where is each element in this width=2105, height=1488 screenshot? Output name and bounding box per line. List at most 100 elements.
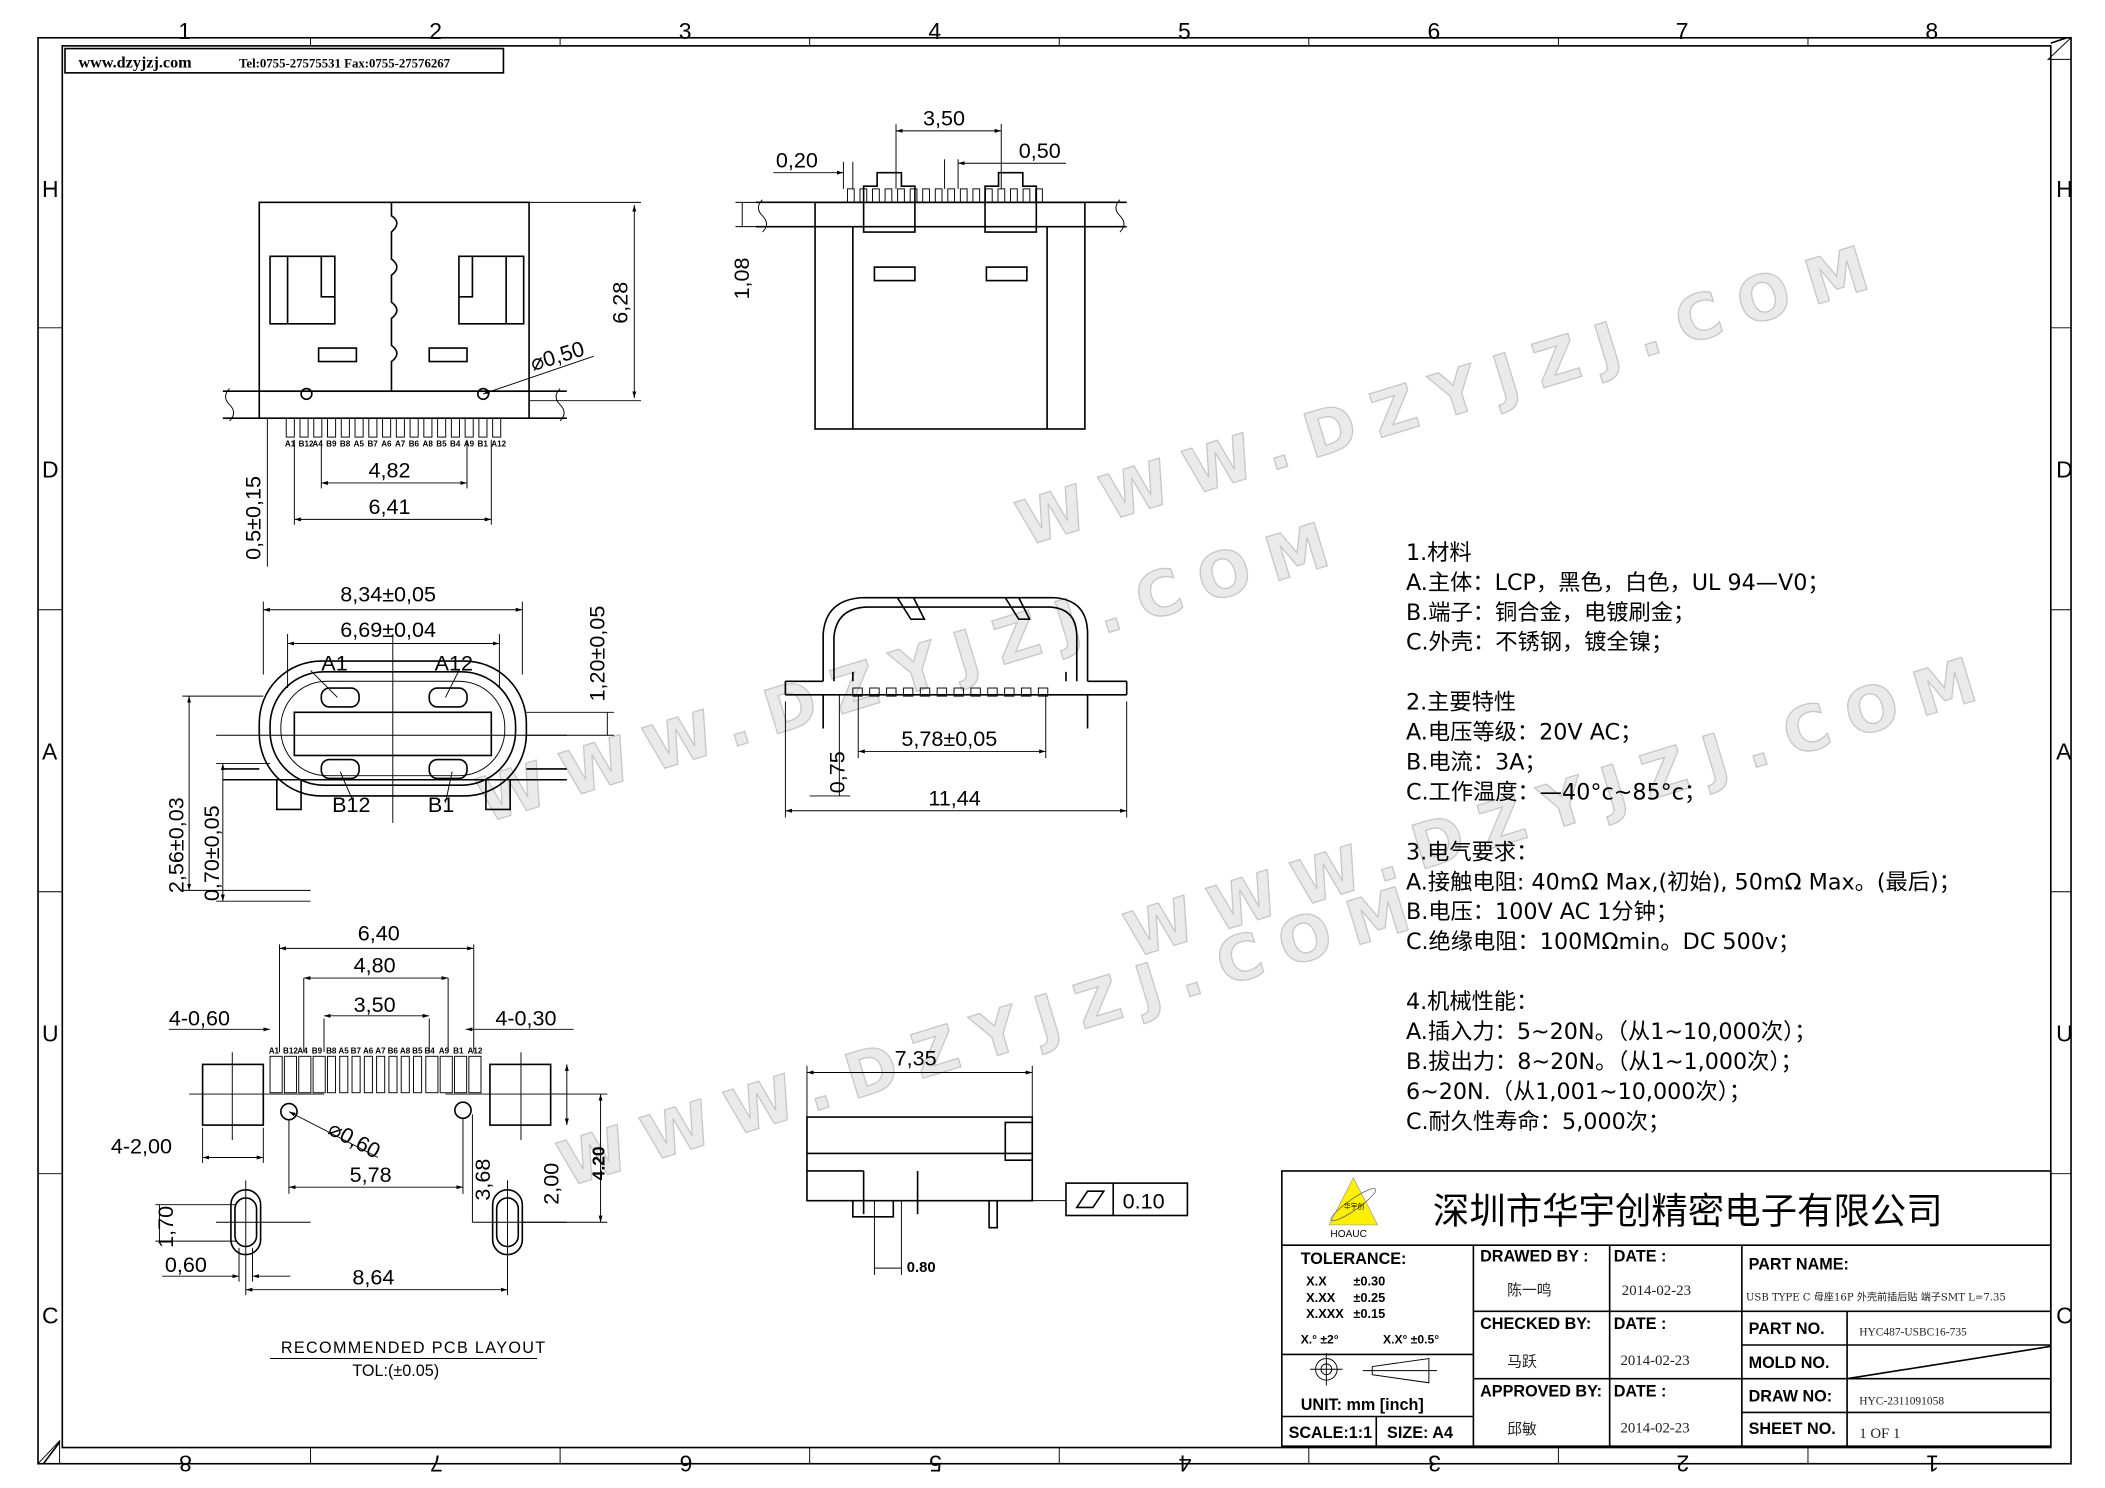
draw-no-label: DRAW NO: [1749,1388,1833,1406]
tolerance-value: ±0.25 [1353,1290,1385,1305]
grid-col-label: 4 [928,18,941,44]
grid-row-label: H [2056,176,2073,202]
note-line: B.电压：100V AC 1分钟； [1406,899,1678,925]
pin-label: B6 [409,440,420,449]
pin [872,188,880,203]
dim-080: 0.80 [907,1260,936,1276]
mold-no-label: MOLD NO. [1749,1354,1830,1372]
note-line: 4.机械性能： [1406,989,1538,1015]
approved-by-label: APPROVED BY: [1480,1382,1602,1400]
pin [886,687,897,697]
pin [919,687,931,697]
pad-label: A6 [363,1047,374,1056]
pad-label: A5 [338,1047,349,1056]
pin [1035,188,1043,203]
pin [902,687,914,697]
pin [984,188,993,203]
dim-h: 1,20±0,05 [585,606,610,702]
pin [959,188,968,203]
note-line: C.耐久性寿命：5,000次； [1406,1109,1670,1135]
dim-480: 4,80 [354,953,396,978]
dim-108: 1,08 [729,257,754,299]
grid-col-label: 5 [929,1451,942,1477]
pad-label: B8 [326,1047,337,1056]
unit-label: UNIT: mm [inch] [1301,1396,1424,1414]
part-name-label: PART NAME: [1749,1255,1849,1273]
checked-by-label: CHECKED BY: [1480,1315,1591,1333]
dim-170: 1,70 [153,1206,178,1248]
grid-row-label: D [42,457,59,483]
pcb-pad [298,1055,312,1094]
technical-notes: 1.材料A.主体：LCP，黑色，白色，UL 94—V0；B.端子：铜合金，电镀刷… [1406,540,1961,1135]
dim-pin: 0,5±0,15 [241,476,266,560]
pin [970,687,981,697]
pad-label: A1 [269,1047,280,1056]
grid-row-label: H [42,176,59,202]
pin-label: A12 [491,440,506,449]
logo-cn: 华宇创 [1344,1202,1364,1211]
label-a12: A12 [435,650,473,675]
pcb-pad [339,1055,349,1094]
note-line: 2.主要特性 [1406,690,1516,716]
dim-070: 0,70±0,05 [199,805,224,901]
tolerance-format: X.X [1306,1274,1327,1289]
tolerance-label: TOLERANCE: [1301,1250,1407,1268]
pin [972,188,981,203]
pin [1037,687,1049,697]
pad-label: B5 [412,1047,423,1056]
approved-by: 邱敏 [1507,1421,1537,1438]
checked-by: 马跃 [1507,1354,1537,1371]
grid-col-label: 1 [1926,1451,1939,1477]
pin [936,687,948,697]
grid-row-label: C [2056,1302,2073,1328]
note-line: C.工作温度：—40°c~85°c； [1406,779,1706,805]
pcb-pad [413,1055,423,1094]
grid-row-label: U [2056,1020,2073,1046]
note-line: B.端子：铜合金，电镀刷金； [1406,600,1695,626]
flatness-value: 0.10 [1123,1189,1165,1214]
pcb-pad [468,1055,482,1094]
label-b12: B12 [332,792,370,817]
pin-label: B8 [340,440,351,449]
pin [382,417,392,438]
note-line: B.电流：3A； [1406,749,1547,775]
tolerance-format: X.XXX [1306,1306,1344,1321]
note-line: 6~20N.（从1,001~10,000次）； [1406,1079,1751,1105]
dim-200b: 2,00 [539,1163,564,1205]
tolerance-value: ±0.15 [1353,1306,1385,1321]
grid-col-label: 3 [679,18,692,44]
checked-date: 2014-02-23 [1620,1353,1689,1369]
drawed-date: 2014-02-23 [1622,1283,1691,1299]
dim-368: 3,68 [470,1159,495,1201]
flatness-icon [1075,1190,1106,1209]
grid-col-label: 5 [1178,18,1191,44]
dim-060: 0,60 [165,1252,207,1277]
dim-pad-w2: 4-0,30 [495,1005,556,1030]
header-strip: www.dzyjzj.com Tel:0755-27575531 Fax:075… [64,47,505,74]
note-line: C.外壳：不锈钢，镀全镍； [1406,630,1673,656]
pad-label: B1 [453,1047,464,1056]
approved-date: 2014-02-23 [1620,1421,1689,1437]
watermark: WWW.DZYJZJ.COM [1009,226,1895,560]
note-line: A.插入力：5~20N。（从1~10,000次）； [1406,1019,1817,1045]
dim-578: 5,78 [350,1162,392,1187]
grid-row-label: A [42,739,58,765]
pad-label: B12 [283,1047,298,1056]
dim-640: 6,40 [358,920,400,945]
grid-col-label: 4 [1178,1451,1191,1477]
pin-label: B4 [450,440,461,449]
dim-hole: ⌀0,50 [527,336,587,376]
grid-col-label: 8 [179,1451,192,1477]
pin [478,417,488,438]
grid-row-label: U [42,1020,59,1046]
note-line: A.主体：LCP，黑色，白色，UL 94—V0； [1406,570,1830,596]
pcb-pad [400,1055,410,1094]
note-line: A.电压等级：20V AC； [1406,720,1642,746]
pad-label: A12 [468,1047,483,1056]
pin [368,417,378,438]
grid-col-label: 2 [429,18,442,44]
pin [934,188,943,203]
pad-label: B6 [388,1047,399,1056]
